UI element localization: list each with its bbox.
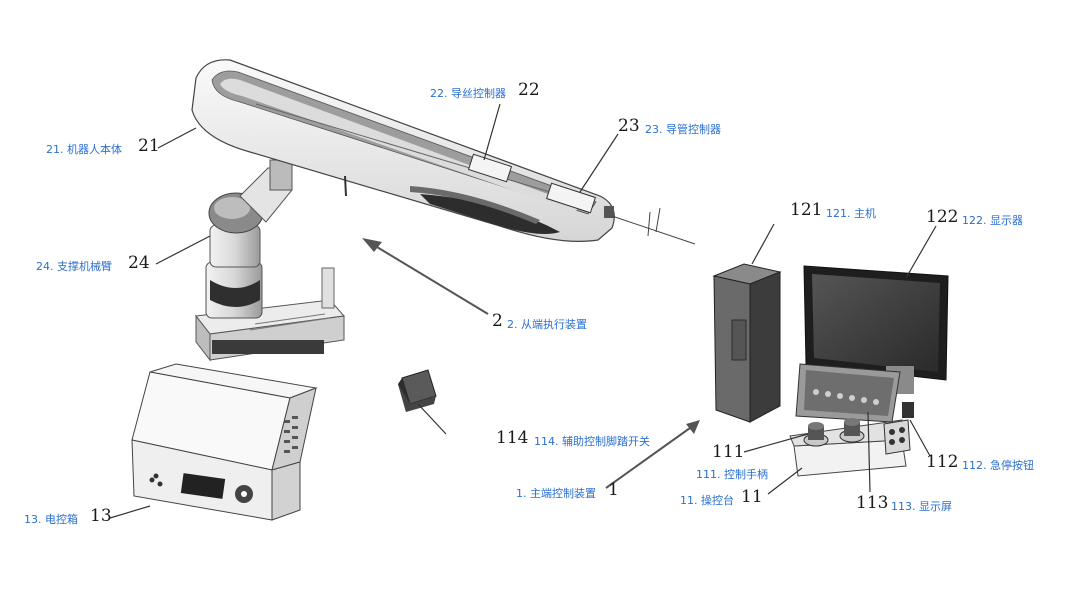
box-dpad — [235, 485, 253, 503]
label-monitor: 122. 显示器 — [962, 214, 1023, 227]
number-13: 13 — [90, 506, 112, 526]
label-host: 121. 主机 — [826, 207, 876, 220]
number-2: 2 — [492, 311, 503, 331]
label-master-device: 1. 主端控制装置 — [516, 487, 596, 500]
label-foot-pedal: 114. 辅助控制脚踏开关 — [534, 435, 650, 448]
control-handles — [803, 418, 865, 447]
label-emergency-stop: 112. 急停按钮 — [962, 459, 1034, 472]
label-control-handle: 111. 控制手柄 — [696, 468, 768, 481]
robot-body — [191, 59, 696, 245]
number-1: 1 — [608, 480, 619, 500]
host-computer — [712, 263, 782, 423]
label-slave-device: 2. 从端执行装置 — [507, 318, 587, 331]
console — [789, 363, 914, 477]
number-114: 114 — [496, 428, 529, 448]
number-113: 113 — [856, 493, 889, 513]
monitor — [803, 265, 949, 394]
arrow-slave — [362, 238, 489, 315]
number-111: 111 — [712, 442, 745, 462]
arrow-master — [605, 420, 700, 489]
electric-control-box — [131, 363, 318, 521]
slave-robot — [191, 59, 696, 362]
label-catheter-controller: 23. 导管控制器 — [645, 123, 721, 136]
label-guidewire-controller: 22. 导丝控制器 — [430, 87, 506, 100]
number-11: 11 — [741, 487, 763, 507]
number-121: 121 — [790, 200, 823, 220]
emergency-stop — [883, 402, 914, 455]
leader-lines — [109, 103, 937, 519]
label-support-arm: 24. 支撑机械臂 — [36, 260, 112, 273]
label-console: 11. 操控台 — [680, 494, 734, 507]
label-display-screen: 113. 显示屏 — [891, 500, 952, 513]
number-24: 24 — [128, 253, 150, 273]
label-control-box: 13. 电控箱 — [24, 513, 78, 526]
foot-pedal — [398, 369, 437, 412]
robot-base — [195, 267, 345, 362]
support-arm — [205, 159, 293, 319]
number-21: 21 — [138, 136, 160, 156]
number-112: 112 — [926, 452, 959, 472]
number-22: 22 — [518, 80, 540, 100]
number-23: 23 — [618, 116, 640, 136]
label-robot-body: 21. 机器人本体 — [46, 143, 122, 156]
number-122: 122 — [926, 207, 959, 227]
